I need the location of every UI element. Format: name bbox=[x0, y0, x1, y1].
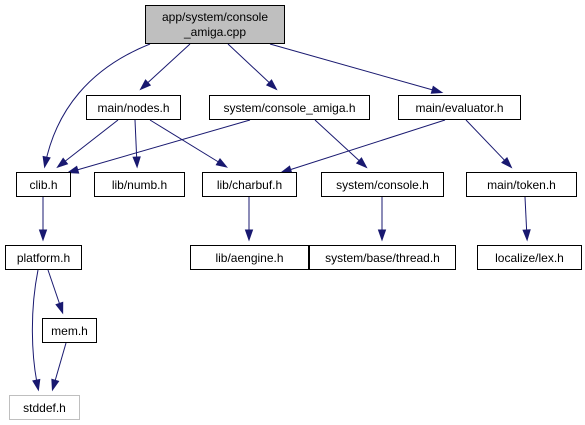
edge-arrowhead bbox=[139, 79, 152, 91]
edge-main-nodes-to-numb bbox=[132, 119, 141, 169]
node-box-console-amiga bbox=[209, 95, 370, 120]
node-lex[interactable]: localize/lex.h bbox=[477, 245, 582, 270]
node-console[interactable]: system/console.h bbox=[321, 172, 444, 197]
node-numb[interactable]: lib/numb.h bbox=[94, 172, 185, 197]
edge-console-amiga-to-clib bbox=[66, 119, 251, 174]
edge-line bbox=[269, 43, 441, 93]
node-stddef[interactable]: stddef.h bbox=[9, 395, 80, 420]
edge-mem-to-stddef bbox=[51, 342, 67, 392]
edge-arrowhead bbox=[56, 157, 69, 169]
edge-arrowhead bbox=[355, 157, 368, 169]
node-label-console: system/console.h bbox=[336, 178, 429, 192]
edge-line bbox=[465, 119, 511, 167]
node-box-evaluator bbox=[398, 95, 521, 120]
node-token[interactable]: main/token.h bbox=[466, 172, 577, 197]
node-mem[interactable]: mem.h bbox=[42, 318, 97, 343]
node-box-stddef bbox=[9, 395, 80, 420]
node-label-root-line2: _amiga.cpp bbox=[183, 25, 246, 39]
edge-arrowhead bbox=[55, 301, 64, 315]
node-box-root bbox=[145, 5, 285, 44]
edge-root-to-clib bbox=[42, 43, 151, 169]
edge-platform-to-stddef bbox=[31, 269, 41, 392]
edge-arrowhead bbox=[42, 155, 51, 169]
node-box-clib bbox=[16, 172, 71, 197]
node-evaluator[interactable]: main/evaluator.h bbox=[398, 95, 521, 120]
node-main-nodes[interactable]: main/nodes.h bbox=[86, 95, 181, 120]
edge-arrowhead bbox=[215, 157, 228, 168]
node-label-root-line1: app/system/console bbox=[162, 10, 268, 24]
edge-root-to-console-amiga bbox=[227, 43, 278, 91]
node-label-thread: system/base/thread.h bbox=[325, 251, 440, 265]
edge-line bbox=[44, 43, 151, 166]
edge-arrowhead bbox=[501, 156, 513, 169]
node-label-aengine: lib/aengine.h bbox=[215, 251, 283, 265]
node-thread[interactable]: system/base/thread.h bbox=[309, 245, 456, 270]
node-label-numb: lib/numb.h bbox=[112, 178, 167, 192]
edge-console-amiga-to-console bbox=[314, 119, 368, 169]
node-label-main-nodes: main/nodes.h bbox=[97, 101, 169, 115]
edge-charbuf-to-aengine bbox=[244, 197, 254, 242]
node-label-platform: platform.h bbox=[17, 251, 70, 265]
edge-arrowhead bbox=[51, 378, 60, 392]
edge-line bbox=[31, 269, 39, 389]
edge-console-to-thread bbox=[377, 197, 387, 242]
node-box-thread bbox=[309, 245, 456, 270]
edge-line bbox=[314, 119, 366, 167]
edge-evaluator-to-token bbox=[465, 119, 513, 169]
edge-platform-to-mem bbox=[47, 269, 64, 315]
edge-arrowhead bbox=[522, 229, 531, 242]
node-label-console-amiga: system/console_amiga.h bbox=[223, 101, 355, 115]
node-aengine[interactable]: lib/aengine.h bbox=[190, 245, 309, 270]
node-box-console bbox=[321, 172, 444, 197]
node-box-main-nodes bbox=[86, 95, 181, 120]
edge-line bbox=[141, 43, 191, 89]
edge-main-nodes-to-clib bbox=[56, 119, 119, 169]
edge-arrowhead bbox=[32, 378, 41, 392]
node-label-token: main/token.h bbox=[487, 178, 556, 192]
node-box-aengine bbox=[190, 245, 309, 270]
node-box-token bbox=[466, 172, 577, 197]
edge-line bbox=[282, 119, 446, 173]
node-root[interactable]: app/system/console _amiga.cpp bbox=[145, 5, 285, 44]
node-charbuf[interactable]: lib/charbuf.h bbox=[202, 172, 297, 197]
edge-arrowhead bbox=[244, 229, 254, 242]
edge-arrowhead bbox=[377, 229, 387, 242]
edge-root-to-main-nodes bbox=[139, 43, 191, 91]
edge-arrowhead bbox=[38, 229, 48, 242]
node-label-clib: clib.h bbox=[29, 178, 57, 192]
node-box-mem bbox=[42, 318, 97, 343]
edge-line bbox=[69, 119, 251, 173]
edge-line bbox=[149, 119, 226, 167]
node-box-charbuf bbox=[202, 172, 297, 197]
edge-arrowhead bbox=[66, 165, 80, 174]
edge-arrowhead bbox=[279, 165, 293, 174]
edges bbox=[31, 43, 531, 392]
edge-line bbox=[58, 119, 119, 167]
node-console-amiga[interactable]: system/console_amiga.h bbox=[209, 95, 370, 120]
edge-arrowhead bbox=[265, 79, 278, 91]
edge-arrowhead bbox=[132, 156, 141, 169]
node-label-mem: mem.h bbox=[51, 324, 88, 338]
node-label-charbuf: lib/charbuf.h bbox=[217, 178, 282, 192]
node-label-stddef: stddef.h bbox=[23, 401, 66, 415]
edge-line bbox=[227, 43, 276, 89]
node-label-evaluator: main/evaluator.h bbox=[415, 101, 503, 115]
node-platform[interactable]: platform.h bbox=[5, 245, 82, 270]
edge-clib-to-platform bbox=[38, 197, 48, 242]
edge-main-nodes-to-charbuf bbox=[149, 119, 228, 168]
node-box-lex bbox=[477, 245, 582, 270]
node-label-lex: localize/lex.h bbox=[495, 251, 564, 265]
node-clib[interactable]: clib.h bbox=[16, 172, 71, 197]
edge-arrowhead bbox=[430, 85, 444, 94]
node-box-numb bbox=[94, 172, 185, 197]
edge-root-to-evaluator bbox=[269, 43, 444, 94]
edge-token-to-lex bbox=[522, 196, 531, 242]
node-box-platform bbox=[5, 245, 82, 270]
